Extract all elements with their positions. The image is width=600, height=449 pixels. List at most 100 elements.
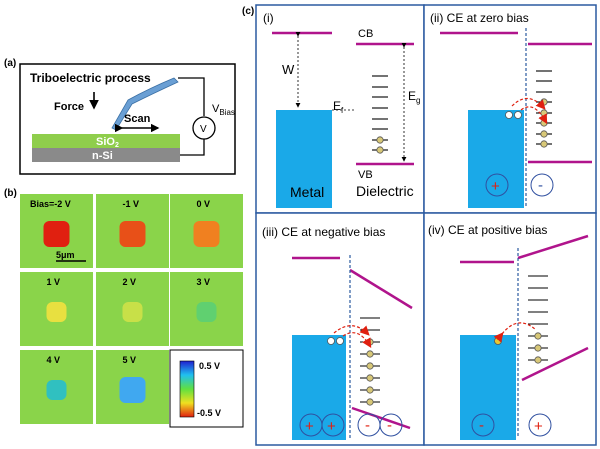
bias-label: 3 V (197, 277, 211, 287)
charge-spot (193, 221, 220, 247)
subpanel-i: (i) W Ef Metal CB Eg VB Dielectric (263, 11, 420, 208)
subpanel-i-title: (i) (263, 11, 274, 25)
trapped-electron (540, 140, 548, 148)
subpanel-iv-title: (iv) CE at positive bias (428, 223, 547, 237)
nsi-layer (32, 148, 180, 162)
bias-label: -1 V (123, 199, 140, 209)
vb-label: VB (358, 169, 373, 181)
ef-label: Ef (333, 99, 344, 115)
force-label: Force (54, 101, 84, 113)
metal-block-ii (468, 110, 524, 208)
subpanel-iii-title: (iii) CE at negative bias (262, 225, 385, 239)
subpanel-ii-title: (ii) CE at zero bias (430, 11, 529, 25)
plus-circle-iv (528, 413, 552, 437)
sio2-label: SiO2 (96, 136, 119, 149)
minus-circle-iv (471, 413, 495, 437)
bias-label: Bias=-2 V (30, 199, 71, 209)
bias-label: 4 V (47, 355, 61, 365)
plus-sign-iii-2: + (327, 418, 336, 435)
surface-states-iv (528, 275, 548, 364)
transfer-arrow-iii-2 (342, 332, 372, 349)
wire-top (178, 77, 205, 116)
eg-label: Eg (408, 89, 420, 105)
triboelectric-title: Triboelectric process (30, 71, 151, 85)
plus-sign-iii-1: + (305, 418, 314, 435)
w-label: W (282, 62, 295, 77)
metal-label: Metal (290, 184, 324, 200)
plus-circle-ii (485, 173, 509, 197)
charge-spot (196, 302, 217, 322)
minus-sign-iii-2: - (387, 417, 392, 434)
trapped-electron (534, 356, 542, 364)
surface-states-i (372, 75, 388, 154)
transfer-arrow-iv (493, 322, 537, 343)
bias-label: 2 V (123, 277, 137, 287)
transfer-arrow-ii-2 (520, 106, 548, 125)
vbias-label: VBias (212, 103, 235, 117)
trapped-electron (540, 98, 548, 106)
minus-circle-iii-2 (379, 413, 403, 437)
trapped-electron (534, 332, 542, 340)
trapped-electron (366, 386, 374, 394)
scan-label: Scan (124, 113, 151, 125)
minus-circle-ii (530, 173, 554, 197)
trapped-electron (540, 119, 548, 127)
metal-block-iii (292, 335, 346, 440)
sio2-layer (32, 134, 180, 148)
bias-label: 1 V (47, 277, 61, 287)
panel-b-letter: (b) (4, 188, 17, 199)
colorbar (179, 360, 195, 418)
metal-block (276, 110, 332, 208)
charge-spot (122, 302, 143, 322)
voltmeter-label: V (200, 124, 207, 135)
bias-label: 5 V (123, 355, 137, 365)
plus-sign-iv: + (534, 418, 543, 435)
trapped-electron (366, 338, 374, 346)
hole-iii-2 (336, 337, 344, 345)
hole-iii-1 (327, 337, 335, 345)
charge-spot (119, 377, 146, 403)
vb-iii (351, 406, 411, 430)
plus-sign-ii: + (491, 178, 500, 195)
vb-iv (521, 346, 589, 382)
charge-spot (46, 380, 67, 400)
dielectric-label: Dielectric (356, 183, 414, 199)
charge-spot (46, 302, 67, 322)
charge-spot (119, 221, 146, 247)
trapped-electron (540, 130, 548, 138)
minus-sign-iii-1: - (365, 417, 370, 434)
kpfm-map-grid: Bias=-2 V -1 V 0 V 1 V 2 V 3 V 4 V 5 V (20, 194, 243, 424)
minus-sign-iv: - (479, 417, 484, 434)
nsi-label: n-Si (92, 150, 113, 162)
charge-spot (43, 221, 70, 247)
panel-a-letter: (a) (4, 58, 16, 69)
trapped-electron (540, 109, 548, 117)
trapped-electron (366, 362, 374, 370)
electron-iv (494, 337, 502, 345)
scale-bar-label: 5μm (56, 250, 75, 260)
colorbar-min: -0.5 V (197, 408, 221, 418)
trapped-electron (366, 350, 374, 358)
panel-c-letter: (c) (242, 6, 254, 17)
trapped-electron (534, 344, 542, 352)
surface-states-iii (360, 317, 380, 406)
metal-block-iv (460, 335, 516, 440)
colorbar-max: 0.5 V (199, 361, 220, 371)
subpanel-iii: (iii) CE at negative bias + + - - (262, 225, 413, 440)
panel-a: (a) Triboelectric process Force Scan SiO… (4, 58, 236, 175)
trapped-electron (366, 398, 374, 406)
cb-iv (517, 234, 589, 260)
cb-label: CB (358, 28, 373, 40)
bias-label: 0 V (197, 199, 211, 209)
cb-iii (349, 268, 413, 310)
minus-sign-ii: - (538, 177, 543, 194)
wire-bottom (180, 139, 205, 156)
trapped-electron (376, 136, 384, 144)
panel-c: (c) (i) W Ef Metal CB Eg VB Dielectric (… (242, 4, 597, 446)
plus-circle-iii-2 (321, 413, 345, 437)
subpanel-ii: (ii) CE at zero bias + - (430, 11, 592, 208)
subpanel-iv: (iv) CE at positive bias - + (428, 223, 589, 440)
hole-ii-1 (505, 111, 513, 119)
